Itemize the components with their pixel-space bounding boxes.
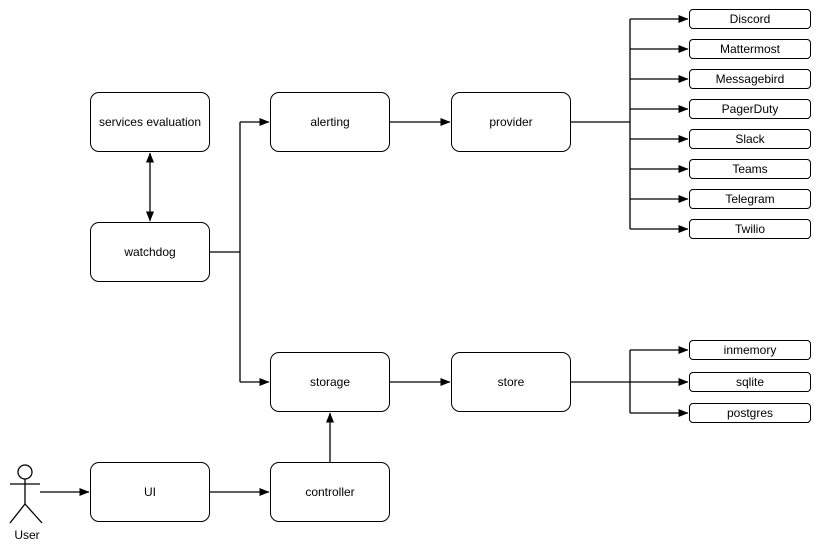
node-twilio: Twilio [689,219,811,239]
actor-head [17,464,33,480]
node-inmemory: inmemory [689,340,811,360]
node-ui: UI [90,462,210,522]
node-controller: controller [270,462,390,522]
node-watchdog: watchdog [90,222,210,282]
node-mattermost: Mattermost [689,39,811,59]
node-pagerduty: PagerDuty [689,99,811,119]
node-alerting: alerting [270,92,390,152]
user-actor-label: User [14,528,40,542]
actor-left-leg [9,503,26,524]
node-services-evaluation: services evaluation [90,92,210,152]
node-discord: Discord [689,9,811,29]
node-storage: storage [270,352,390,412]
node-teams: Teams [689,159,811,179]
node-sqlite: sqlite [689,372,811,392]
actor-right-leg [24,503,43,524]
node-slack: Slack [689,129,811,149]
node-postgres: postgres [689,403,811,423]
user-actor-figure [9,464,43,524]
node-telegram: Telegram [689,189,811,209]
node-provider: provider [451,92,571,152]
node-messagebird: Messagebird [689,69,811,89]
node-store: store [451,352,571,412]
